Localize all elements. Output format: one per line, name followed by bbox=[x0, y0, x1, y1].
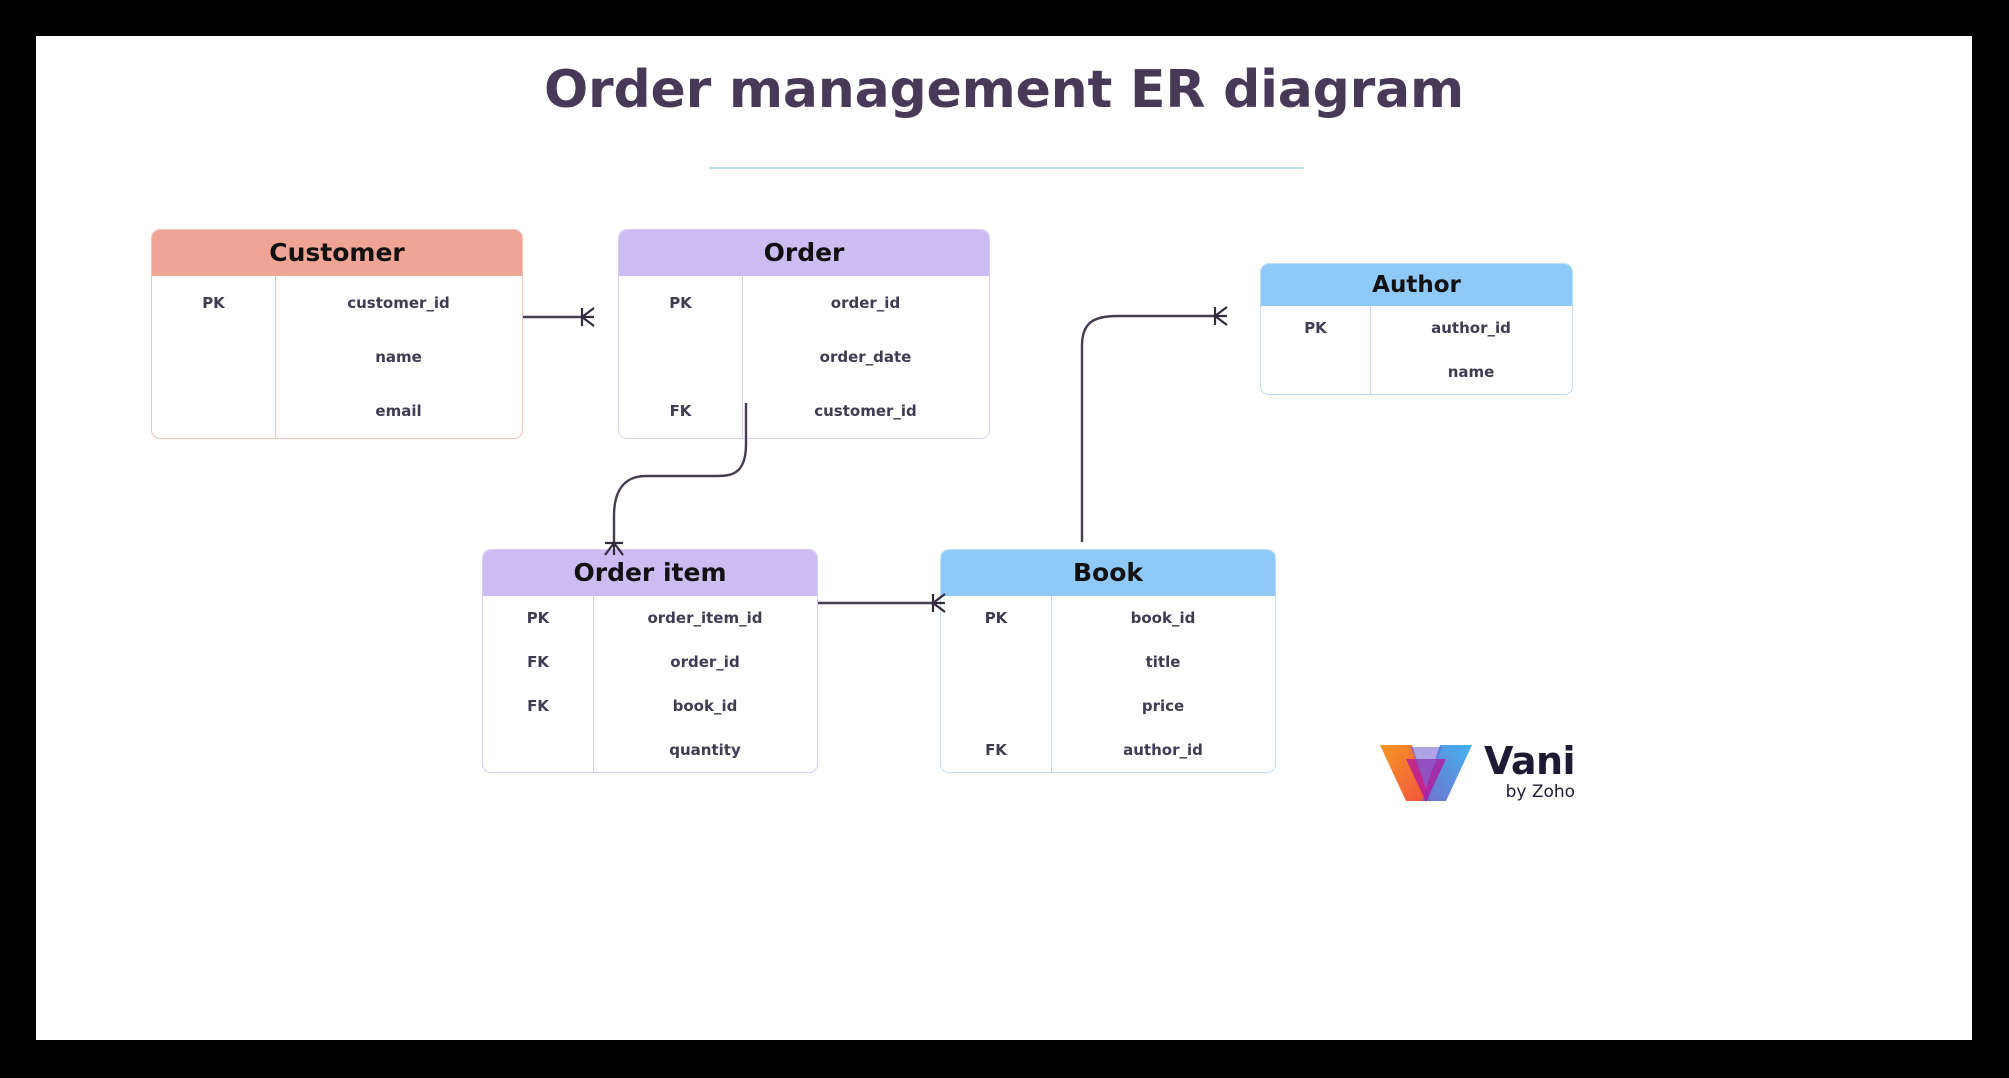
row-key: FK bbox=[527, 697, 549, 715]
er-table-author[interactable]: Author PK author_id name bbox=[1260, 263, 1573, 395]
table-row[interactable]: name bbox=[152, 330, 522, 384]
row-attribute: author_id bbox=[1431, 319, 1511, 337]
row-attribute: order_date bbox=[819, 348, 912, 366]
row-attribute: name bbox=[1447, 363, 1495, 381]
logo-right-wing bbox=[1422, 745, 1472, 801]
crowfoot-many-icon bbox=[1214, 306, 1228, 326]
logo-inner-overlap bbox=[1410, 747, 1442, 787]
table-row[interactable]: PK author_id bbox=[1261, 306, 1572, 350]
table-header-order: Order bbox=[619, 230, 989, 276]
title-block: Order management ER diagram bbox=[36, 60, 1972, 120]
table-row[interactable]: PK order_item_id bbox=[483, 596, 817, 640]
table-row[interactable]: quantity bbox=[483, 728, 817, 772]
row-attribute: order_item_id bbox=[647, 609, 763, 627]
vani-v-mark-icon bbox=[1380, 745, 1472, 802]
table-row[interactable]: FK customer_id bbox=[619, 384, 989, 438]
row-key: FK bbox=[669, 402, 692, 420]
table-body-customer: PK customer_id name email bbox=[152, 276, 522, 438]
row-key: PK bbox=[1304, 319, 1327, 337]
table-body-order-item: PK order_item_id FK order_id FK book_id … bbox=[483, 596, 817, 772]
diagram-canvas: Order management ER diagram Customer PK … bbox=[36, 36, 1972, 1040]
table-body-order: PK order_id order_date FK customer_id bbox=[619, 276, 989, 438]
row-key: PK bbox=[984, 609, 1008, 627]
row-key: PK bbox=[202, 294, 225, 312]
table-row[interactable]: FK author_id bbox=[941, 728, 1275, 772]
table-row[interactable]: PK order_id bbox=[619, 276, 989, 330]
relationship-book-author bbox=[1080, 306, 1228, 542]
er-table-customer[interactable]: Customer PK customer_id name email bbox=[151, 229, 523, 439]
logo-byline: by Zoho bbox=[1505, 781, 1576, 802]
logo-wordmark: Vani bbox=[1484, 738, 1576, 783]
relationship-connectors bbox=[523, 306, 1228, 613]
row-attribute: price bbox=[1141, 697, 1185, 715]
column-divider bbox=[1370, 306, 1371, 394]
column-divider bbox=[1051, 596, 1052, 772]
row-key: PK bbox=[669, 294, 692, 312]
row-attribute: email bbox=[375, 402, 422, 420]
relationship-orderitem-book bbox=[818, 593, 946, 613]
table-row[interactable]: email bbox=[152, 384, 522, 438]
table-row[interactable]: FK order_id bbox=[483, 640, 817, 684]
column-divider bbox=[275, 276, 276, 438]
table-header-order-item: Order item bbox=[483, 550, 817, 596]
row-attribute: order_id bbox=[670, 653, 740, 671]
row-attribute: book_id bbox=[1130, 609, 1196, 627]
table-row[interactable]: title bbox=[941, 640, 1275, 684]
table-body-book: PK book_id title price FK author_id bbox=[941, 596, 1275, 772]
logo-left-wing bbox=[1380, 745, 1430, 801]
er-table-order[interactable]: Order PK order_id order_date FK customer… bbox=[618, 229, 990, 439]
row-attribute: order_id bbox=[830, 294, 901, 312]
row-attribute: customer_id bbox=[347, 294, 450, 312]
er-table-book[interactable]: Book PK book_id title price FK author_id bbox=[940, 549, 1276, 773]
row-key: FK bbox=[985, 741, 1007, 759]
column-divider bbox=[742, 276, 743, 438]
page-title: Order management ER diagram bbox=[544, 60, 1464, 120]
row-attribute: customer_id bbox=[814, 402, 917, 420]
row-attribute: book_id bbox=[672, 697, 738, 715]
table-row[interactable]: FK book_id bbox=[483, 684, 817, 728]
row-attribute: name bbox=[375, 348, 422, 366]
logo-text-block: Vani by Zoho bbox=[1484, 738, 1576, 802]
relationship-customer-order bbox=[523, 307, 595, 327]
table-row[interactable]: PK customer_id bbox=[152, 276, 522, 330]
table-row[interactable]: PK book_id bbox=[941, 596, 1275, 640]
table-header-author: Author bbox=[1261, 264, 1572, 306]
connector-line bbox=[1080, 314, 1214, 542]
row-attribute: author_id bbox=[1123, 741, 1203, 759]
crowfoot-many-icon bbox=[581, 307, 595, 327]
row-key: PK bbox=[526, 609, 550, 627]
table-row[interactable]: order_date bbox=[619, 330, 989, 384]
table-header-customer: Customer bbox=[152, 230, 522, 276]
table-row[interactable]: name bbox=[1261, 350, 1572, 394]
title-underline-rule bbox=[709, 167, 1304, 169]
er-table-order-item[interactable]: Order item PK order_item_id FK order_id … bbox=[482, 549, 818, 773]
table-header-book: Book bbox=[941, 550, 1275, 596]
table-body-author: PK author_id name bbox=[1261, 306, 1572, 394]
column-divider bbox=[593, 596, 594, 772]
row-attribute: quantity bbox=[669, 741, 741, 759]
row-attribute: title bbox=[1145, 653, 1181, 671]
table-row[interactable]: price bbox=[941, 684, 1275, 728]
row-key: FK bbox=[527, 653, 549, 671]
vani-logo: Vani by Zoho bbox=[1376, 738, 1576, 803]
